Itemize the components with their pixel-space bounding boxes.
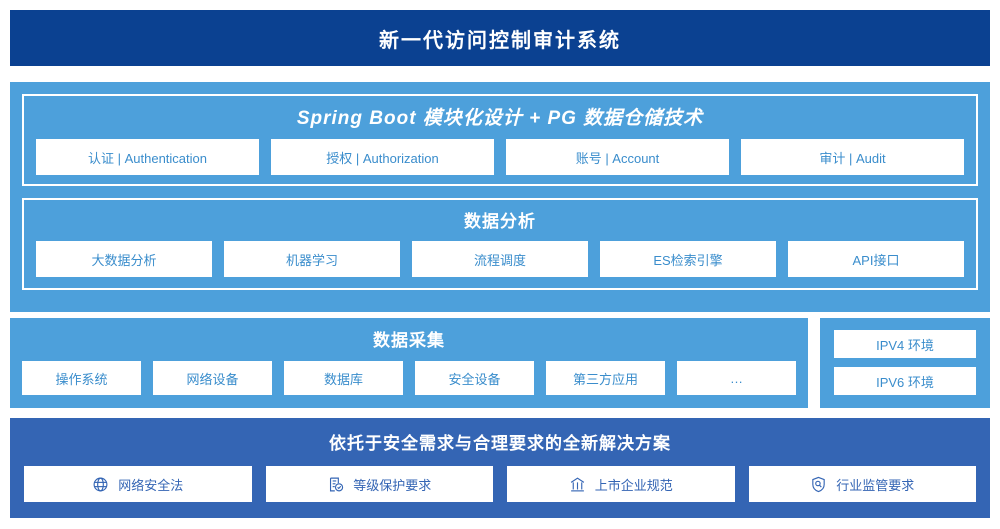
collection-item-network[interactable]: 网络设备: [153, 361, 272, 395]
compliance-item-industry-regulation[interactable]: 行业监管要求: [748, 466, 976, 502]
springboot-item-authentication[interactable]: 认证 | Authentication: [36, 139, 259, 175]
springboot-item-audit[interactable]: 审计 | Audit: [741, 139, 964, 175]
compliance-title: 依托于安全需求与合理要求的全新解决方案: [329, 434, 671, 453]
data-analysis-section: 数据分析 大数据分析 机器学习 流程调度 ES检索引擎 API接口: [22, 198, 978, 290]
analysis-item-es-search[interactable]: ES检索引擎: [600, 241, 776, 277]
bank-icon: [569, 476, 586, 493]
springboot-item-account[interactable]: 账号 | Account: [506, 139, 729, 175]
document-check-icon: [327, 476, 344, 493]
globe-icon: [92, 476, 109, 493]
springboot-item-row: 认证 | Authentication 授权 | Authorization 账…: [24, 139, 976, 175]
analysis-item-bigdata[interactable]: 大数据分析: [36, 241, 212, 277]
environment-item-ipv6[interactable]: IPV6 环境: [834, 367, 976, 395]
data-collection-panel: 数据采集 操作系统 网络设备 数据库 安全设备 第三方应用 …: [10, 318, 808, 408]
springboot-section: Spring Boot 模块化设计 + PG 数据仓储技术 认证 | Authe…: [22, 94, 978, 186]
analysis-item-workflow[interactable]: 流程调度: [412, 241, 588, 277]
data-analysis-item-row: 大数据分析 机器学习 流程调度 ES检索引擎 API接口: [24, 241, 976, 277]
compliance-label-industry-regulation: 行业监管要求: [836, 477, 915, 493]
data-analysis-title: 数据分析: [464, 212, 536, 231]
compliance-label-listed-company: 上市企业规范: [594, 477, 673, 493]
collection-item-os[interactable]: 操作系统: [22, 361, 141, 395]
shield-search-icon: [810, 476, 827, 493]
compliance-item-classified-protection[interactable]: 等级保护要求: [265, 466, 493, 502]
compliance-item-row: 网络安全法 等级保护要求: [10, 454, 990, 502]
collection-item-database[interactable]: 数据库: [284, 361, 403, 395]
compliance-label-classified-protection: 等级保护要求: [353, 477, 432, 493]
analysis-item-api[interactable]: API接口: [788, 241, 964, 277]
compliance-panel: 依托于安全需求与合理要求的全新解决方案 网络安全法: [10, 418, 990, 518]
springboot-title: Spring Boot 模块化设计 + PG 数据仓储技术: [296, 108, 704, 129]
compliance-item-cybersecurity-law[interactable]: 网络安全法: [24, 466, 252, 502]
page-title: 新一代访问控制审计系统: [379, 29, 621, 52]
analysis-item-ml[interactable]: 机器学习: [224, 241, 400, 277]
springboot-item-authorization[interactable]: 授权 | Authorization: [271, 139, 494, 175]
header-banner: 新一代访问控制审计系统: [10, 10, 990, 66]
collection-item-third-party[interactable]: 第三方应用: [546, 361, 665, 395]
compliance-label-cybersecurity-law: 网络安全法: [118, 477, 184, 493]
collection-item-security[interactable]: 安全设备: [415, 361, 534, 395]
environment-panel: IPV4 环境 IPV6 环境: [820, 318, 990, 408]
architecture-panel: Spring Boot 模块化设计 + PG 数据仓储技术 认证 | Authe…: [10, 82, 990, 312]
environment-stack: IPV4 环境 IPV6 环境: [834, 330, 976, 395]
compliance-item-listed-company[interactable]: 上市企业规范: [507, 466, 735, 502]
data-collection-item-row: 操作系统 网络设备 数据库 安全设备 第三方应用 …: [10, 351, 808, 395]
data-collection-title: 数据采集: [373, 331, 445, 350]
collection-item-more[interactable]: …: [677, 361, 796, 395]
environment-item-ipv4[interactable]: IPV4 环境: [834, 330, 976, 358]
